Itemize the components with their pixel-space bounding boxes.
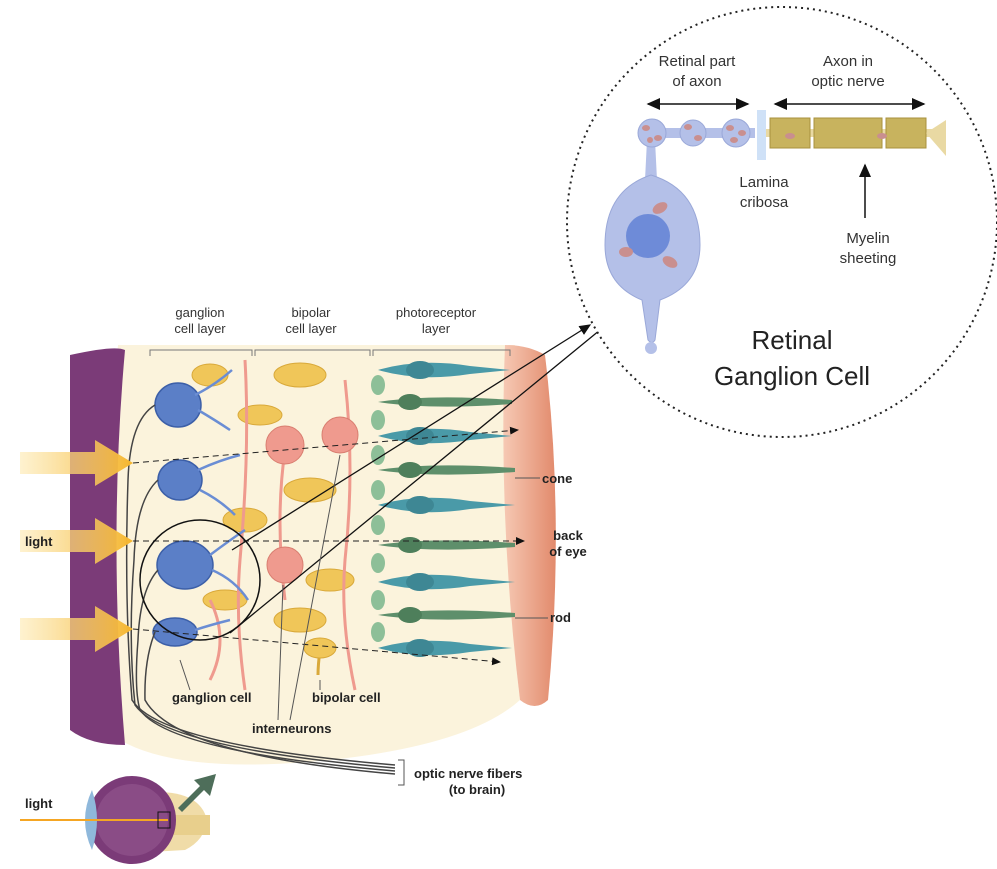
inset-title-line2: Ganglion Cell — [714, 361, 870, 391]
myelin-label-line2: sheeting — [840, 250, 897, 267]
bipolar-layer-label-line2: cell layer — [285, 321, 337, 336]
rod-label: rod — [550, 610, 571, 625]
ganglion-cell-inset: Retinal part of axon Axon in optic nerve… — [567, 7, 997, 437]
optic-nerve-label-line1: optic nerve fibers — [414, 766, 522, 781]
back-of-eye-label-line2: of eye — [549, 544, 587, 559]
lamina-label-line2: cribosa — [740, 194, 789, 211]
inset-title-line1: Retinal — [752, 325, 833, 355]
ganglion-layer-label-line1: ganglion — [175, 305, 224, 320]
retina-section: ganglion cell layer bipolar cell layer p… — [20, 305, 600, 797]
lamina-cribosa — [757, 110, 766, 160]
inset-axon-beads — [638, 119, 755, 147]
retinal-part-label-line2: of axon — [672, 73, 721, 90]
optic-nerve-label-line2: (to brain) — [449, 782, 505, 797]
eye-diagram: light — [20, 774, 216, 864]
retinal-part-label-line1: Retinal part — [659, 53, 737, 70]
cone-label: cone — [542, 471, 572, 486]
ganglion-layer-label-line2: cell layer — [174, 321, 226, 336]
photoreceptor-layer-label-line1: photoreceptor — [396, 305, 477, 320]
axon-in-nerve-label-line1: Axon in — [823, 53, 873, 70]
lamina-label-line1: Lamina — [739, 174, 789, 191]
light-label: light — [25, 534, 53, 549]
bipolar-layer-label-line1: bipolar — [291, 305, 331, 320]
axon-in-nerve-label-line2: optic nerve — [811, 73, 884, 90]
photoreceptor-layer-label-line2: layer — [422, 321, 451, 336]
interneurons-label: interneurons — [252, 721, 331, 736]
eye-light-label: light — [25, 796, 53, 811]
myelin-label-line1: Myelin — [846, 230, 889, 247]
back-of-eye-label-line1: back — [553, 528, 583, 543]
bipolar-cell-label: bipolar cell — [312, 690, 381, 705]
ganglion-cell-label: ganglion cell — [172, 690, 251, 705]
